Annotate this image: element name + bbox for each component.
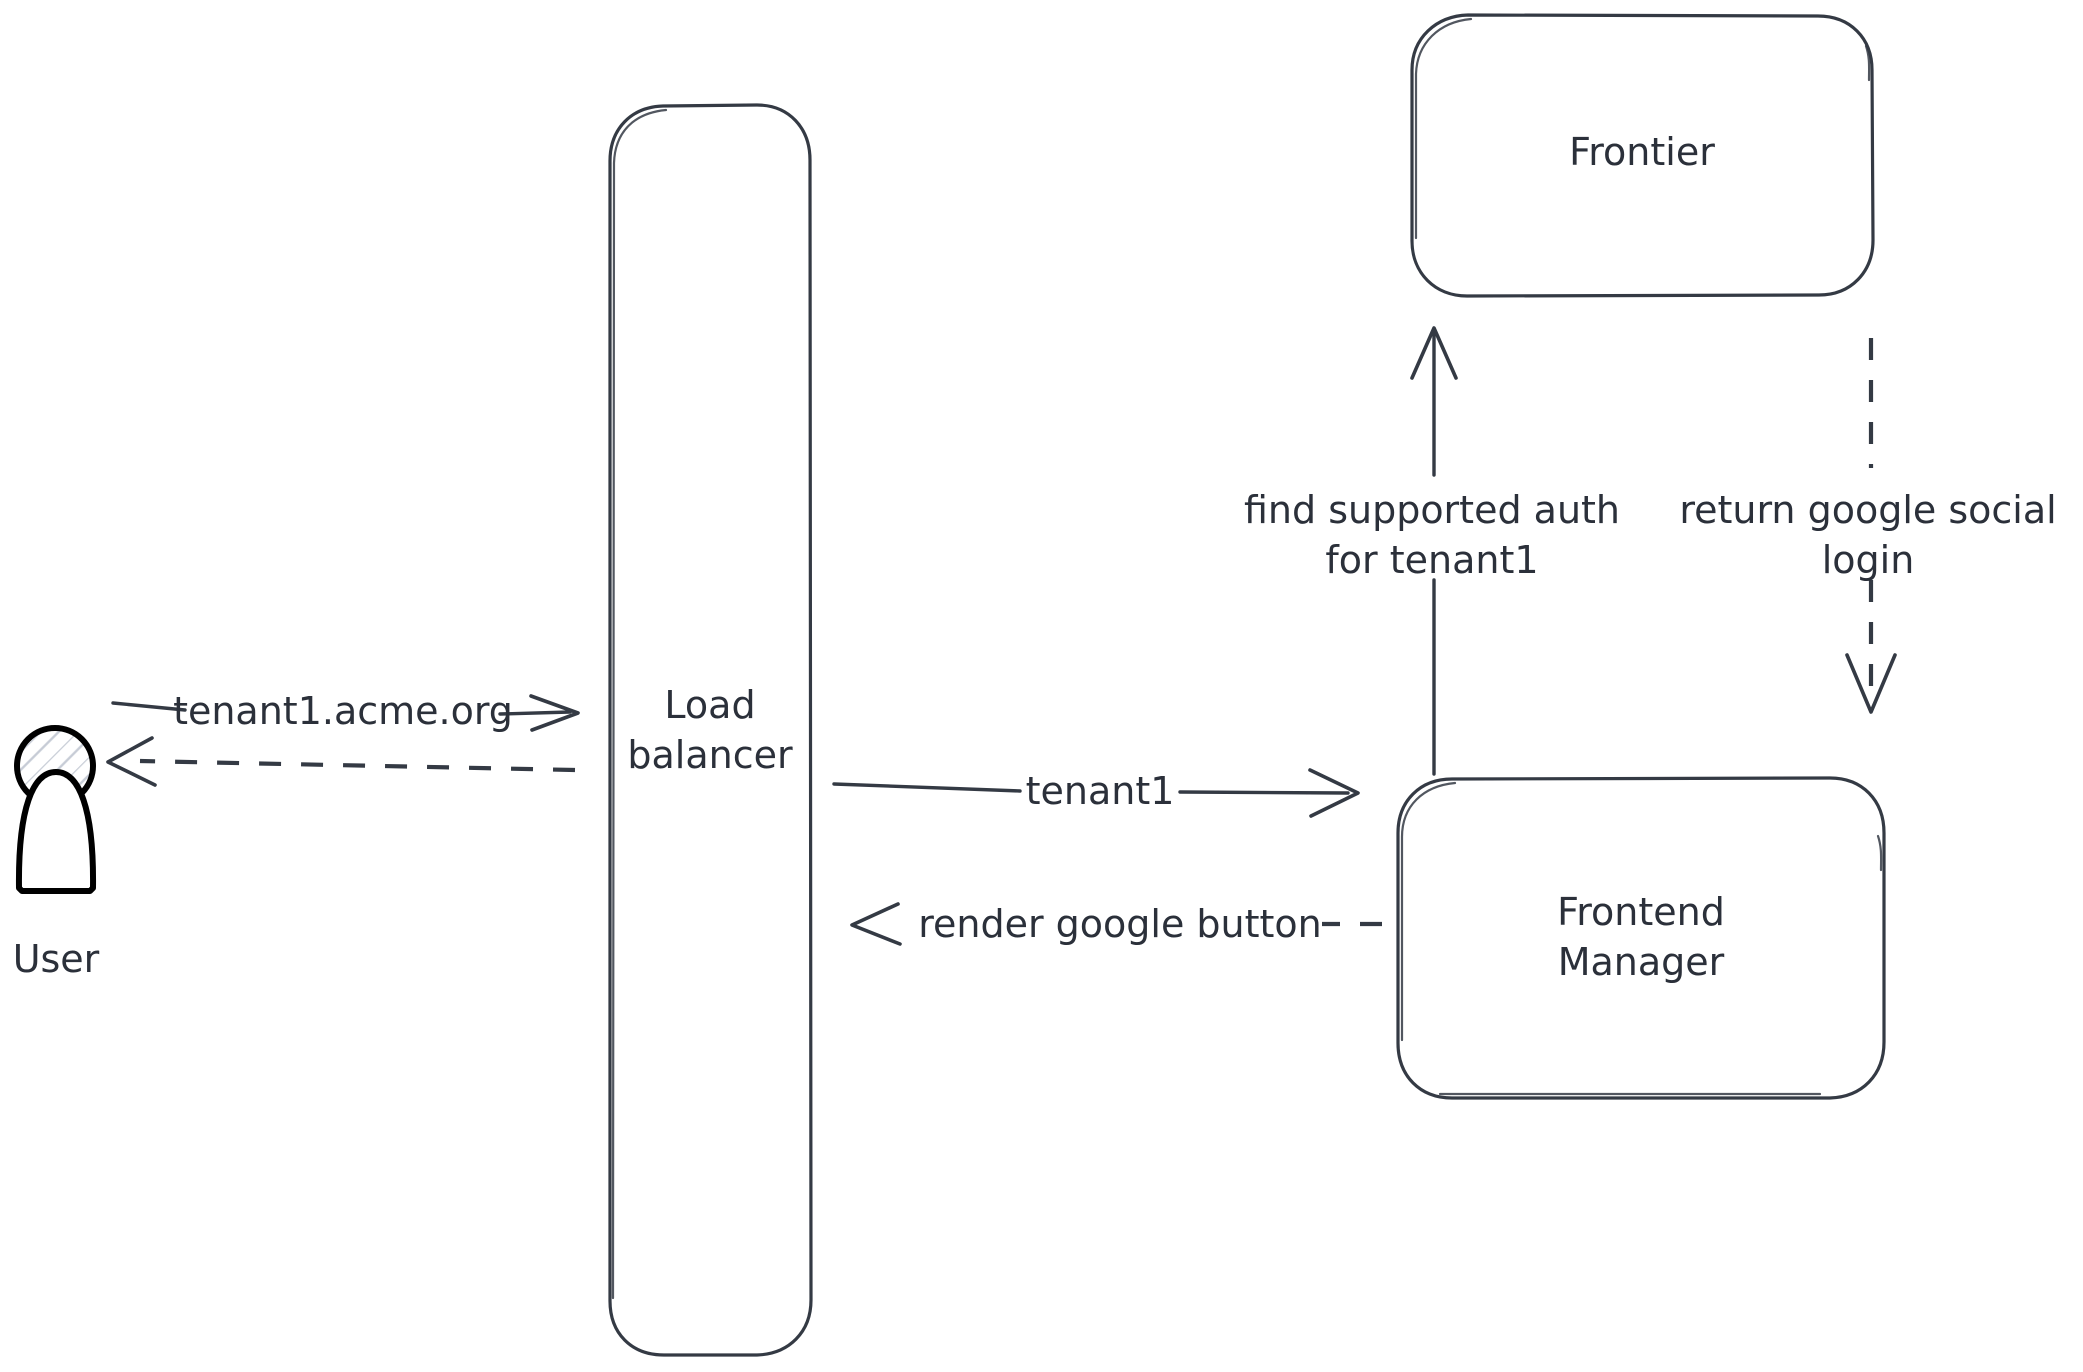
- frontier-shape-sketch: [1414, 17, 1871, 240]
- node-frontier[interactable]: Frontier: [1410, 13, 1875, 298]
- frontier-shape: [1410, 13, 1875, 298]
- edge-user-to-load-balancer[interactable]: tenant1.acme.org: [111, 689, 580, 733]
- edge-load-balancer-to-user[interactable]: [106, 736, 576, 787]
- edge-frontier-to-fm-arrowhead: [1845, 653, 1897, 714]
- user-body-outline: [15, 769, 97, 894]
- load-balancer-shape-sketch: [611, 108, 668, 1300]
- edge-fm-to-frontier-arrowhead: [1410, 326, 1458, 380]
- edge-user-to-lb-label: tenant1.acme.org: [173, 689, 513, 733]
- edge-fm-to-lb-arrowhead: [850, 902, 902, 946]
- edge-lb-to-fm-label: tenant1: [1026, 769, 1175, 813]
- edge-fm-to-frontier-label-line-2: for tenant1: [1325, 538, 1538, 582]
- edge-frontier-to-frontend-manager[interactable]: return google social login: [1679, 338, 2057, 714]
- edge-lb-to-fm-line-left: [832, 782, 1022, 793]
- edge-lb-to-fm-arrowhead: [1308, 768, 1360, 818]
- edge-frontier-to-fm-label-line-1: return google social: [1679, 488, 2056, 532]
- frontend-manager-shape-sketch: [1400, 781, 1883, 1096]
- node-frontend-manager[interactable]: Frontend Manager: [1396, 776, 1886, 1100]
- node-load-balancer[interactable]: Load balancer: [608, 103, 813, 1357]
- edge-frontend-manager-to-frontier[interactable]: find supported auth for tenant1: [1244, 326, 1620, 776]
- edge-load-balancer-to-frontend-manager[interactable]: tenant1: [832, 768, 1360, 818]
- edge-fm-to-lb-label: render google button: [918, 902, 1322, 946]
- edge-user-to-lb-arrowhead: [529, 694, 580, 732]
- load-balancer-shape: [608, 103, 813, 1357]
- edge-user-to-lb-line-left: [111, 701, 187, 712]
- edge-frontier-to-fm-label-line-2: login: [1822, 538, 1915, 582]
- edge-lb-to-fm-line-right: [1178, 790, 1350, 795]
- edge-frontend-manager-to-load-balancer[interactable]: render google button: [850, 902, 1382, 946]
- load-balancer-label-line-2: balancer: [627, 733, 793, 777]
- user-label: User: [13, 937, 100, 981]
- edge-user-to-lb-line-right: [498, 710, 572, 716]
- frontend-manager-label-line-1: Frontend: [1557, 890, 1725, 934]
- edge-lb-to-user-line: [139, 758, 576, 773]
- frontend-manager-shape: [1396, 776, 1886, 1100]
- load-balancer-label-line-1: Load: [664, 683, 755, 727]
- edge-fm-to-frontier-label-line-1: find supported auth: [1244, 488, 1620, 532]
- actor-user[interactable]: User: [13, 725, 100, 981]
- edge-lb-to-user-arrowhead: [106, 736, 157, 787]
- frontend-manager-label-line-2: Manager: [1558, 940, 1725, 984]
- frontier-label: Frontier: [1569, 130, 1715, 174]
